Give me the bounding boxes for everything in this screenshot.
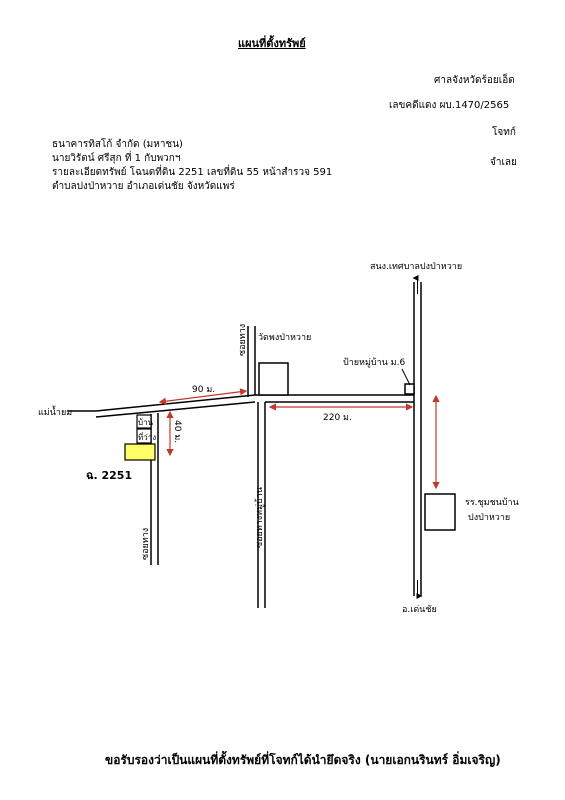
village-sign-pointer [401, 368, 411, 386]
label-village-sign: ป้ายหมู่บ้าน ม.6 [343, 357, 405, 368]
document-title: แผนที่ตั้งทรัพย์ [238, 37, 306, 50]
label-dist-220: 220 ม. [323, 413, 352, 423]
label-dist-40: 40 ม. [172, 420, 182, 443]
label-school-2: ปงป่าหวาย [468, 513, 510, 523]
label-municipality: สนง.เทศบาลปงป่าหวาย [370, 262, 462, 272]
label-soi-middle: ซอยทางหมู่บ้าน [254, 487, 265, 548]
property-location: ตำบลปงป่าหวาย อำเภอเด่นชัย จังหวัดแพร่ [52, 181, 235, 192]
vacant-box [136, 428, 152, 444]
house-box [136, 414, 152, 429]
plaintiff-name: ธนาคารทิสโก้ จำกัด (มหาชน) [52, 139, 183, 150]
defendant-label: จำเลย [490, 157, 517, 168]
soi-middle-road [257, 402, 266, 608]
label-mae-nam-yom: แม่น้ำยม [38, 405, 72, 418]
label-school-1: รร.ชุมชนบ้าน [465, 497, 519, 508]
horizontal-road [255, 394, 414, 403]
defendant-name: นายวิรัตน์ ศรีสุก ที่ 1 กับพวกฯ [52, 153, 181, 164]
dimension-arrows [158, 388, 440, 490]
village-sign-box [404, 383, 415, 395]
label-deed: ฉ. 2251 [86, 469, 132, 482]
subject-plot [124, 443, 156, 461]
label-soi-top: ซอยทาง [238, 324, 248, 356]
school-box [424, 493, 456, 531]
label-den-chai: อ.เด่นชัย [402, 605, 437, 615]
main-road [412, 275, 423, 599]
property-details: รายละเอียดทรัพย์ โฉนดที่ดิน 2251 เลขที่ด… [52, 167, 333, 178]
soi-top-road [247, 326, 256, 397]
certification-text: ขอรับรองว่าเป็นแผนที่ตั้งทรัพย์ที่โจทก์ไ… [105, 753, 501, 767]
case-number: เลขคดีแดง ผบ.1470/2565 [389, 100, 510, 111]
temple-box [258, 362, 289, 396]
label-temple: วัดพงป่าหวาย [258, 333, 311, 343]
label-vacant: ที่ว่าง [138, 431, 156, 442]
label-soi-left: ซอยทาง [141, 528, 151, 560]
plaintiff-label: โจทก์ [492, 127, 516, 138]
river-road [68, 394, 256, 418]
label-house: บ้าน [138, 418, 154, 427]
court-name: ศาลจังหวัดร้อยเอ็ด [434, 75, 515, 86]
label-dist-90: 90 ม. [192, 385, 215, 395]
